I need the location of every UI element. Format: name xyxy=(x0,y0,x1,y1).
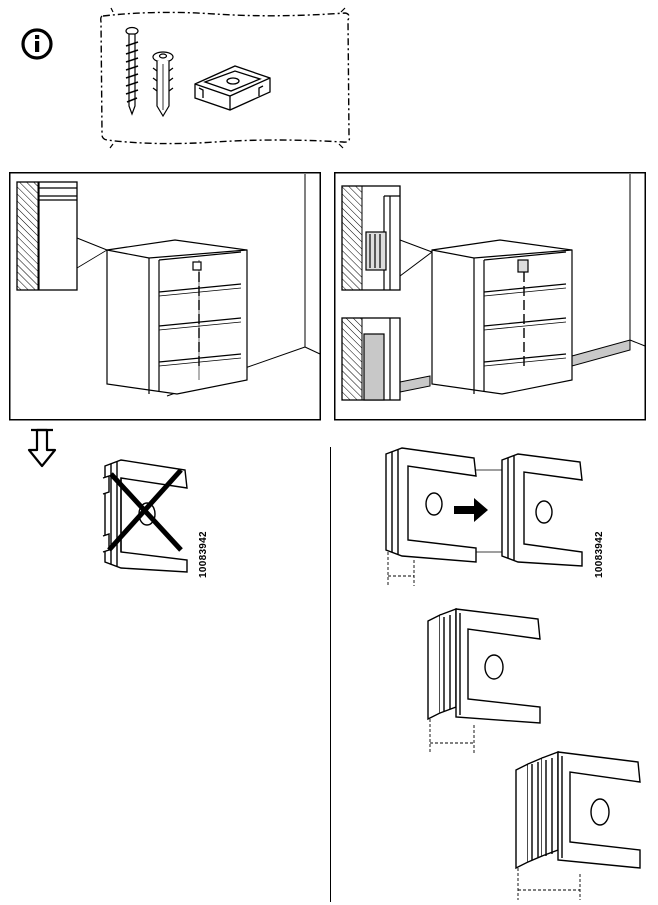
part-number-left: 10083942 xyxy=(198,531,209,578)
screw-part xyxy=(125,26,139,116)
illustration-right-cabinet xyxy=(334,172,646,421)
clip-double-illustration xyxy=(427,607,541,753)
clip-combine-illustration xyxy=(385,447,583,586)
vertical-divider xyxy=(330,447,331,902)
illustration-left-cabinet xyxy=(9,172,321,421)
clip-triple-illustration xyxy=(515,750,641,900)
part-number-right: 10083942 xyxy=(594,531,605,578)
wall-plug-part xyxy=(152,51,174,118)
down-arrow-icon xyxy=(27,428,57,468)
clip-wrong-illustration xyxy=(102,459,188,573)
info-icon xyxy=(21,28,53,60)
parts-list-box xyxy=(100,7,351,149)
spacer-clip-part xyxy=(194,65,271,111)
